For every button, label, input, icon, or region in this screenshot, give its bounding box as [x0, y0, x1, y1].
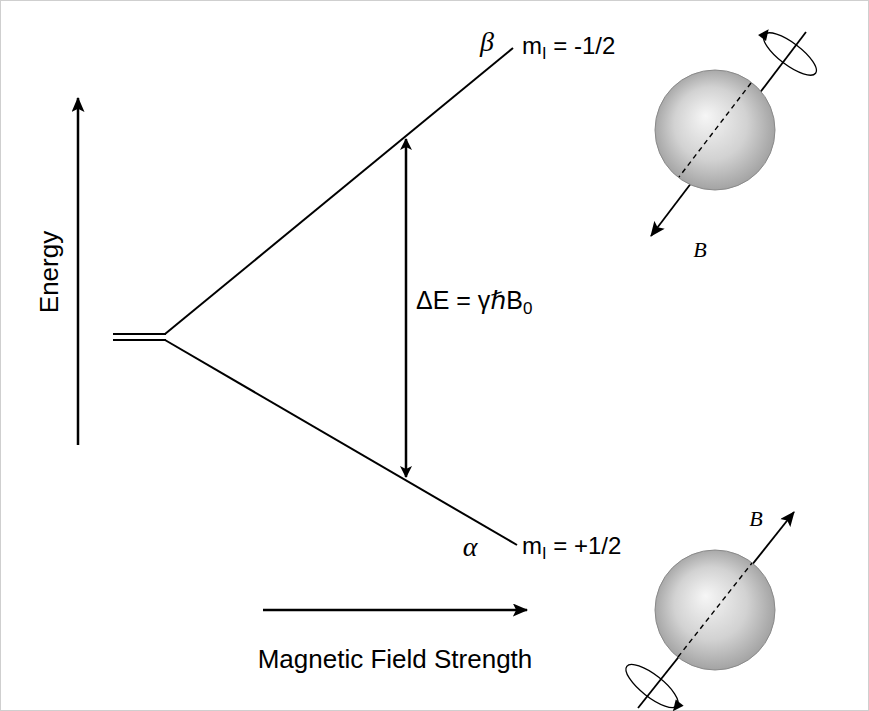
text-part: = -1/2 — [547, 32, 616, 59]
text-part: Energy — [34, 231, 64, 313]
degenerate-level — [113, 339, 166, 341]
text-part: ΔE = γℏB — [416, 286, 523, 314]
axis-label: Energy — [35, 231, 65, 313]
degenerate-level — [113, 333, 166, 335]
field-vector-label: B — [749, 506, 762, 531]
text-part: B — [693, 237, 706, 262]
energy-gap-formula: ΔE = γℏB0 — [416, 286, 532, 319]
subscript: 0 — [523, 299, 532, 318]
alpha-level-line — [165, 340, 517, 545]
rotation-ellipse — [758, 26, 822, 82]
rotation-ellipse — [620, 658, 684, 711]
state-label: β — [480, 26, 494, 58]
quantum-number: mI = -1/2 — [522, 32, 615, 63]
subscript: I — [542, 44, 547, 62]
rotation-loop — [754, 23, 822, 82]
text-part: m — [522, 32, 542, 59]
spin-axis-dashed — [679, 83, 751, 177]
energy-gap-arrow — [405, 139, 408, 477]
text-part: m — [522, 532, 542, 559]
nucleus-sphere — [655, 550, 775, 670]
text-part: α — [463, 531, 478, 562]
rotation-arrowhead — [758, 26, 773, 41]
text-part: Magnetic Field Strength — [258, 644, 533, 674]
quantum-number: mI = +1/2 — [522, 532, 621, 563]
text-part: β — [480, 26, 494, 57]
rotation-arrowhead — [669, 699, 684, 711]
rotation-loop — [620, 658, 688, 711]
energy-axis-arrow — [77, 98, 80, 445]
state-label: α — [463, 531, 478, 563]
field-vector-label: B — [693, 237, 706, 262]
text-part: = +1/2 — [547, 532, 622, 559]
subscript: I — [542, 544, 547, 562]
spin-axis-arrow — [638, 512, 794, 708]
nucleus-sphere — [655, 70, 775, 190]
field-axis-arrow — [263, 609, 527, 612]
text-part: B — [749, 506, 762, 531]
spin-axis-dashed — [678, 563, 752, 657]
axis-label: Magnetic Field Strength — [258, 645, 533, 675]
